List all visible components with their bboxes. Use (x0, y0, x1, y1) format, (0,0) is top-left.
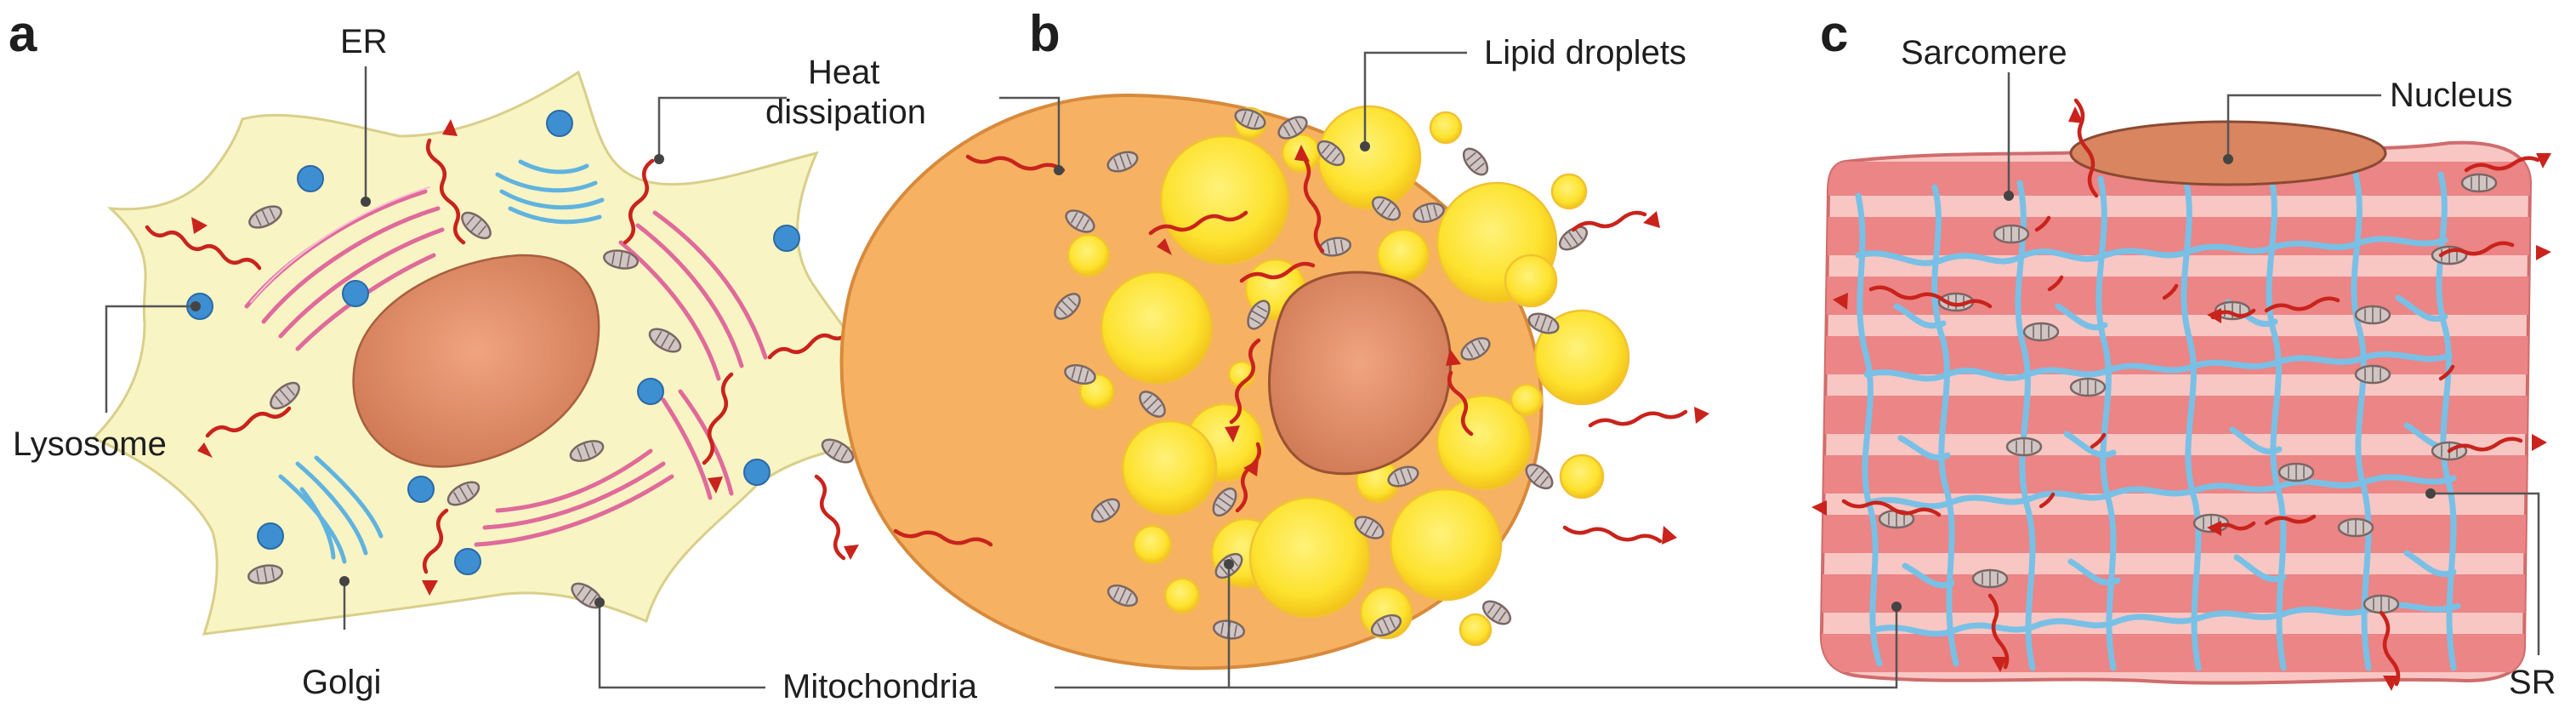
panel-a-golgi-top (495, 159, 605, 225)
panel-letter-b: b (1029, 5, 1061, 62)
er-label: ER (340, 23, 388, 60)
panel-b-cell (839, 93, 1709, 670)
panel-c-heat-waves (1811, 98, 2551, 691)
panel-a-heat-waves (145, 119, 867, 596)
mitochondria-label: Mitochondria (782, 668, 978, 705)
panel-a-golgi-bottom (278, 455, 384, 564)
lysosome-label: Lysosome (13, 425, 167, 463)
panel-b-heat-waves (893, 145, 1709, 547)
panel-c-sarcomere-bands (1821, 162, 2530, 672)
panel-a-nucleus (352, 254, 600, 468)
leader-lines (105, 51, 2540, 689)
panel-c-muscle (1811, 98, 2551, 691)
nucleus-label: Nucleus (2390, 77, 2513, 114)
heat-dissipation-label-line2: dissipation (765, 94, 926, 131)
panel-letter-a: a (9, 5, 37, 62)
golgi-label: Golgi (302, 664, 381, 701)
lipid-droplets-label: Lipid droplets (1484, 34, 1686, 71)
panel-b-lipid-droplets (1066, 105, 1630, 647)
labels: a b c ER Heat dissipation Lysosome Golgi… (9, 5, 2556, 705)
panel-b-nucleus (1268, 271, 1452, 476)
sr-label: SR (2509, 664, 2556, 701)
panel-a-lysosomes (186, 110, 800, 575)
heat-dissipation-label-line1: Heat (808, 54, 880, 91)
panel-letter-c: c (1820, 5, 1848, 62)
sarcomere-label: Sarcomere (1901, 34, 2067, 71)
panel-b-mitochondria (1054, 108, 1589, 640)
panel-a-cell (91, 70, 913, 636)
panel-a-mitochondria (247, 205, 855, 609)
